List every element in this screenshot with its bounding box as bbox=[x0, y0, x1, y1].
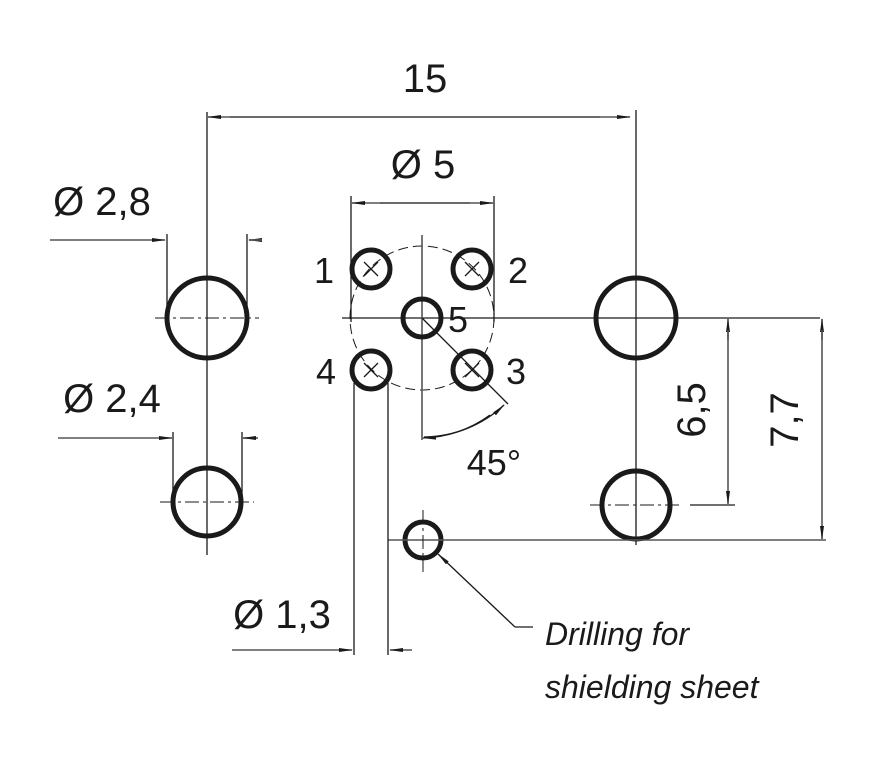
dimension-15-label: 15 bbox=[403, 57, 448, 101]
small-hole-label: Ø 1,3 bbox=[233, 593, 331, 637]
medium-hole-label: Ø 2,4 bbox=[63, 377, 161, 421]
pin-2: 2 bbox=[450, 247, 528, 291]
angle-45: 45° bbox=[421, 317, 521, 483]
pin-5-label: 5 bbox=[448, 299, 468, 340]
annotation-line-1: Drilling for bbox=[545, 616, 690, 652]
dimension-medium-hole: Ø 2,4 bbox=[58, 377, 258, 502]
annotation-line-2: shielding sheet bbox=[545, 669, 760, 705]
angle-label: 45° bbox=[467, 442, 521, 483]
vertical-inner-label: 6,5 bbox=[670, 382, 714, 438]
pin-5: 5 bbox=[400, 296, 468, 340]
pin-1-label: 1 bbox=[314, 250, 334, 291]
dimension-pitch-circle: Ø 5 bbox=[350, 143, 495, 322]
dimension-large-hole: Ø 2,8 bbox=[50, 180, 262, 318]
large-hole-label: Ø 2,8 bbox=[53, 180, 151, 224]
medium-hole-left bbox=[160, 465, 254, 539]
pin-3: 3 bbox=[450, 348, 526, 392]
large-hole-left bbox=[155, 275, 259, 361]
pitch-circle-label: Ø 5 bbox=[391, 143, 455, 187]
pin-1: 1 bbox=[314, 247, 393, 291]
dimension-small-hole: Ø 1,3 bbox=[232, 383, 412, 655]
shielding-annotation: Drilling for shielding sheet bbox=[437, 553, 760, 705]
dimension-6-5: 6,5 bbox=[670, 318, 735, 506]
dimension-15: 15 bbox=[206, 57, 637, 555]
pin-2-label: 2 bbox=[508, 250, 528, 291]
pin-3-label: 3 bbox=[506, 351, 526, 392]
dimension-7-7: 7,7 bbox=[763, 318, 824, 540]
medium-hole-right bbox=[590, 468, 682, 542]
pin-4-label: 4 bbox=[316, 351, 336, 392]
pin-4: 4 bbox=[316, 348, 393, 392]
vertical-outer-label: 7,7 bbox=[763, 392, 807, 448]
shielding-hole bbox=[388, 510, 826, 572]
